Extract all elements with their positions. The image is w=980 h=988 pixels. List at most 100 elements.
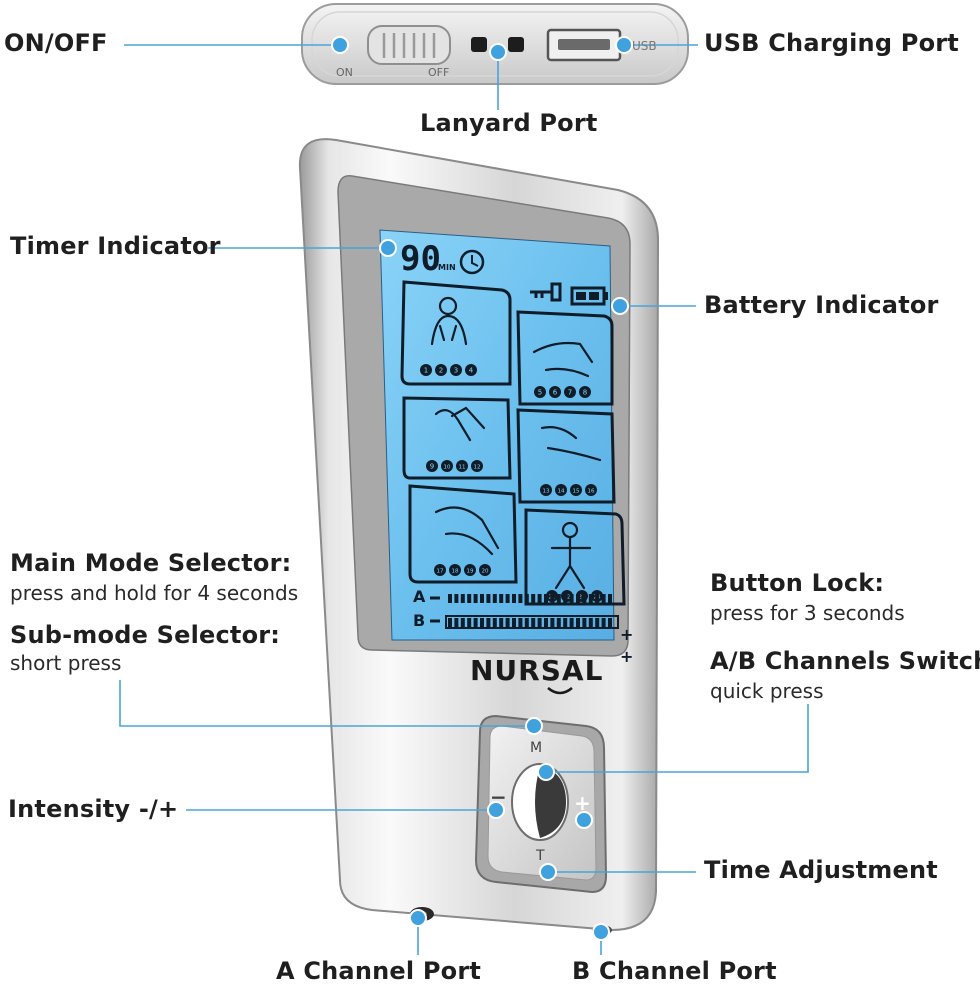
mode-number-text: 16 <box>588 489 595 495</box>
label-main-mode-title: Main Mode Selector: <box>10 549 292 577</box>
mode-number-text: 8 <box>583 389 587 397</box>
mode-number-badge <box>479 564 491 576</box>
mode-number-badge <box>534 386 546 398</box>
m-button-label: M <box>530 740 542 756</box>
mode-number-badge <box>555 484 567 496</box>
mode-number-text: 15 <box>573 489 580 495</box>
intensity-segment <box>448 618 452 627</box>
intensity-segment <box>550 594 555 603</box>
mode-number-text: 13 <box>543 489 550 495</box>
intensity-segment <box>582 618 587 627</box>
label-usb-port: USB Charging Port <box>704 29 959 57</box>
switch-off-text: OFF <box>428 66 449 79</box>
mode-number-text: 23 <box>579 595 586 601</box>
lcd-screen <box>379 229 615 641</box>
mode-number-badge <box>450 364 462 376</box>
intensity-segment <box>505 618 510 627</box>
mode-number-text: 12 <box>474 465 481 471</box>
intensity-segment <box>467 618 472 627</box>
intensity-segment <box>454 618 459 627</box>
t-button-label: T <box>535 848 545 864</box>
intensity-segment <box>448 594 452 603</box>
intensity-segment <box>608 618 612 627</box>
intensity-segment <box>588 594 593 603</box>
usb-port <box>546 28 622 62</box>
mode-number-text: 2 <box>439 367 443 375</box>
intensity-segment <box>499 594 504 603</box>
intensity-segment <box>531 594 536 603</box>
intensity-segment <box>569 618 574 627</box>
mode-number-text: 17 <box>437 569 444 575</box>
timer-display: 90 MIN <box>400 239 485 279</box>
mode-number-text: 20 <box>482 569 489 575</box>
channel-a-label: A <box>413 587 426 606</box>
mode-number-text: 19 <box>467 569 474 575</box>
intensity-segment <box>486 594 491 603</box>
label-sub-mode-title: Sub-mode Selector: <box>10 621 281 649</box>
mode-number-text: 5 <box>538 389 542 397</box>
label-button-lock-title: Button Lock: <box>710 569 885 597</box>
intensity-segment <box>595 618 600 627</box>
mode-number-text: 11 <box>459 465 466 471</box>
mode-figures <box>430 296 602 590</box>
intensity-segment <box>473 618 478 627</box>
mode-number-badge <box>435 364 447 376</box>
intensity-segment <box>537 618 542 627</box>
switch-on-text: ON <box>336 66 353 79</box>
control-pad: M T − + <box>474 714 608 894</box>
on-off-switch[interactable] <box>367 25 451 65</box>
intensity-segment <box>518 618 523 627</box>
intensity-plus-a: + <box>620 625 633 644</box>
mode-number-text: 4 <box>469 367 474 375</box>
intensity-segment <box>576 594 580 603</box>
intensity-segment <box>460 618 465 627</box>
mode-number-text: 14 <box>558 489 565 495</box>
intensity-segment <box>569 594 574 603</box>
intensity-segment <box>480 618 484 627</box>
timer-digits: 90 <box>400 239 441 279</box>
label-on-off: ON/OFF <box>4 29 108 57</box>
mode-number-badge <box>434 564 446 576</box>
intensity-segment <box>556 594 561 603</box>
battery-icon <box>570 286 608 306</box>
plus-button-label: + <box>574 791 591 815</box>
mode-tiles <box>400 280 626 606</box>
key-icon <box>530 282 562 302</box>
intensity-segment <box>467 594 472 603</box>
label-timer-indicator: Timer Indicator <box>10 232 221 260</box>
label-a-channel-port: A Channel Port <box>276 957 482 985</box>
intensity-segment <box>492 618 497 627</box>
mode-number-badge <box>426 460 438 472</box>
mode-number-badge <box>549 386 561 398</box>
mode-number-badge <box>464 564 476 576</box>
intensity-plus-b: + <box>620 647 633 666</box>
mode-number-badge <box>564 386 576 398</box>
mode-number-badge <box>579 386 591 398</box>
lanyard-hole <box>471 37 487 52</box>
intensity-segment <box>556 618 561 627</box>
label-ab-switch-title: A/B Channels Switch: <box>710 647 980 675</box>
label-main-mode-sub: press and hold for 4 seconds <box>10 581 299 605</box>
label-ab-switch-sub: quick press <box>710 679 824 703</box>
mode-number-text: 7 <box>568 389 572 397</box>
intensity-segment <box>505 594 510 603</box>
intensity-segment <box>608 594 612 603</box>
label-button-lock-sub: press for 3 seconds <box>710 601 905 625</box>
leader-lines <box>119 44 809 955</box>
intensity-segment <box>454 594 459 603</box>
channel-b-label: B <box>413 611 425 630</box>
intensity-segment <box>524 594 529 603</box>
label-lanyard-port: Lanyard Port <box>420 109 598 137</box>
mode-number-badge <box>471 460 483 472</box>
intensity-segment <box>582 594 587 603</box>
intensity-segment <box>492 594 497 603</box>
intensity-segment <box>550 618 555 627</box>
intensity-segment <box>524 618 529 627</box>
mode-number-badge <box>449 564 461 576</box>
mode-number-badge <box>570 484 582 496</box>
intensity-segment <box>486 618 491 627</box>
mode-number-text: 6 <box>553 389 558 397</box>
intensity-segment <box>576 618 580 627</box>
intensity-segment <box>499 618 504 627</box>
intensity-segment <box>473 594 478 603</box>
